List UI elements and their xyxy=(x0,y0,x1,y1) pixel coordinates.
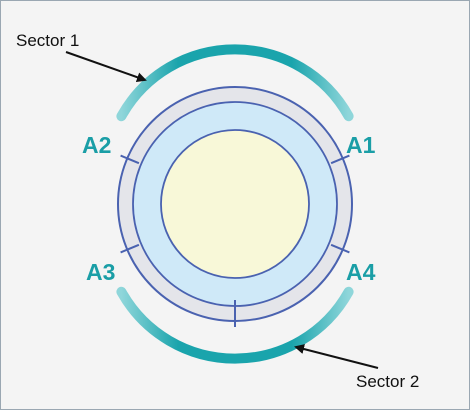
sector-2-arrow xyxy=(294,344,379,369)
sector-1-arc xyxy=(116,44,354,122)
tick-a1 xyxy=(330,154,350,165)
anchor-label-a2: A2 xyxy=(82,132,111,158)
anchor-label-a3: A3 xyxy=(86,259,115,285)
sector-1-arrow xyxy=(65,51,147,83)
tick-a4 xyxy=(330,243,350,254)
sector-2-label: Sector 2 xyxy=(356,372,419,391)
core-circle xyxy=(160,129,310,279)
sector-1-label: Sector 1 xyxy=(16,31,79,50)
anchor-label-a1: A1 xyxy=(346,132,376,158)
tick-a3 xyxy=(120,243,140,254)
sector-2-arc xyxy=(116,286,354,364)
anchor-label-a4: A4 xyxy=(346,259,376,285)
tick-a2 xyxy=(120,154,140,165)
